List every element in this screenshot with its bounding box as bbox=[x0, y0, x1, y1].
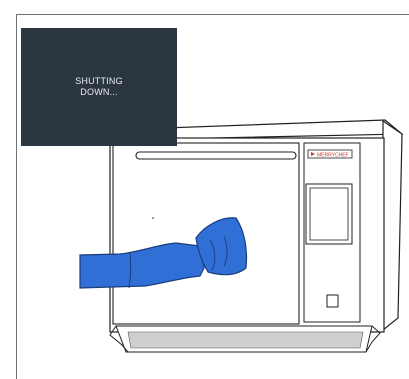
status-message: SHUTTING DOWN... bbox=[64, 76, 134, 98]
oven-side-panel bbox=[383, 121, 402, 330]
brand-label: MERRYCHEF bbox=[317, 153, 349, 159]
door-handle bbox=[136, 152, 296, 159]
power-button bbox=[327, 295, 338, 307]
status-screen: SHUTTING DOWN... bbox=[21, 28, 177, 146]
